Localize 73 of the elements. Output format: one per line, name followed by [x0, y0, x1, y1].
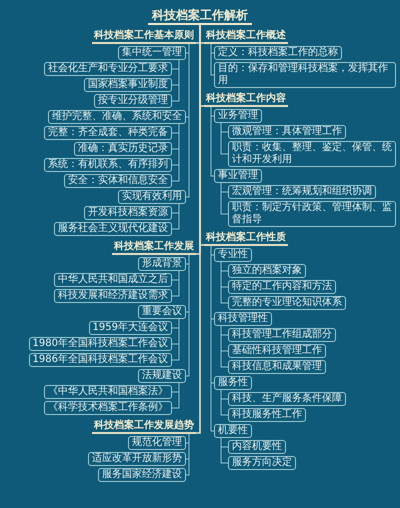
topic-box: 科技管理工作组成部分: [228, 328, 336, 342]
connector-line: [172, 318, 180, 360]
topic-box: 开发科技档案资源: [84, 206, 172, 220]
topic-box: 独立的档案对象: [228, 264, 306, 278]
branch-heading: 科技档案工作概述: [204, 30, 288, 44]
connector-line: [172, 382, 180, 408]
topic-box: 服务国家经济建设: [98, 468, 186, 482]
topic-box: 安全：实体和信息安全: [64, 174, 172, 188]
topic-box: 科技管理性: [214, 312, 272, 326]
branch-heading: 科技档案工作基本原则: [92, 30, 196, 44]
topic-box: 完整的专业理论知识体系: [228, 296, 346, 310]
topic-box: 机要性: [214, 424, 252, 438]
connector-line: [199, 25, 204, 246]
topic-box: 1980年全国科技档案工作会议: [28, 337, 172, 351]
topic-box: 科技发展和经济建设需求: [54, 289, 172, 303]
connector-line: [210, 106, 214, 176]
connector-line: [172, 270, 180, 296]
topic-box: 维护完整、准确、系统和安全: [48, 110, 186, 124]
diagram-title: 科技档案工作解析: [148, 8, 252, 25]
topic-box: 内容机要性: [228, 440, 286, 454]
topic-box: 完整：齐全成套、种类完备: [44, 126, 172, 140]
topic-box: 《科学技术档案工作条例》: [44, 401, 172, 415]
topic-box: 《中华人民共和国档案法》: [44, 385, 172, 399]
connector-line: [220, 262, 228, 304]
topic-box: 科技信息和成果管理: [228, 360, 326, 374]
connector-line: [172, 204, 180, 230]
topic-box: 业务管理: [214, 109, 262, 123]
connector-line: [210, 246, 214, 432]
topic-box: 重要会议: [138, 305, 186, 319]
topic-box: 微观管理：具体管理工作: [228, 125, 346, 139]
connector-line: [186, 44, 190, 198]
topic-box: 基础性科技管理工作: [228, 344, 326, 358]
topic-box: 定义：科技档案工作的总称: [214, 46, 342, 60]
branch-heading: 科技档案工作性质: [204, 232, 288, 246]
topic-box: 中华人民共和国成立之后: [54, 273, 172, 287]
topic-box: 宏观管理：统筹规划和组织协调: [228, 185, 376, 199]
topic-box: 科技服务性工作: [228, 408, 306, 422]
topic-box: 职责：收集、整理、鉴定、保管、统计和开发利用: [228, 141, 396, 167]
topic-box: 形成背景: [138, 257, 186, 271]
topic-box: 服务方向决定: [228, 456, 296, 470]
topic-box: 准确：真实历史记录: [74, 142, 172, 156]
connector-line: [220, 182, 228, 214]
connector-line: [220, 122, 228, 154]
topic-box: 适应改革开放新形势: [88, 452, 186, 466]
topic-box: 按专业分级管理: [94, 94, 172, 108]
branch-heading: 科技档案工作发展: [112, 241, 196, 255]
topic-box: 国家档案事业制度: [84, 78, 172, 92]
branch-heading: 科技档案工作发展趋势: [92, 420, 196, 434]
topic-box: 实现有效利用: [118, 190, 186, 204]
topic-box: 特定的工作内容和方法: [228, 280, 336, 294]
branch-heading: 科技档案工作内容: [204, 93, 288, 107]
topic-box: 专业性: [214, 248, 252, 262]
topic-box: 社会化生产和专业分工要求: [44, 62, 172, 76]
connector-line: [172, 60, 180, 102]
topic-box: 集中统一管理: [118, 46, 186, 60]
connector-line: [220, 390, 228, 416]
connector-line: [220, 326, 228, 368]
connector-line: [186, 434, 190, 476]
connector-line: [186, 254, 190, 376]
topic-box: 系统：有机联系、有序排列: [44, 158, 172, 172]
topic-box: 服务社会主义现代化建设: [54, 222, 172, 236]
topic-box: 服务性: [214, 376, 252, 390]
topic-box: 科技、生产服务条件保障: [228, 392, 346, 406]
topic-box: 法规建设: [138, 369, 186, 383]
topic-box: 1986年全国科技档案工作会议: [28, 353, 172, 367]
connector-line: [220, 438, 228, 464]
topic-box: 职责：制定方针政策、管理体制、监督指导: [228, 201, 396, 227]
connector-line: [210, 44, 214, 76]
topic-box: 规范化管理: [128, 436, 186, 450]
topic-box: 1959年大连会议: [88, 321, 172, 335]
connector-line: [172, 124, 180, 182]
topic-box: 目的：保存和管理科技档案，发挥其作用: [214, 62, 396, 88]
topic-box: 事业管理: [214, 169, 262, 183]
